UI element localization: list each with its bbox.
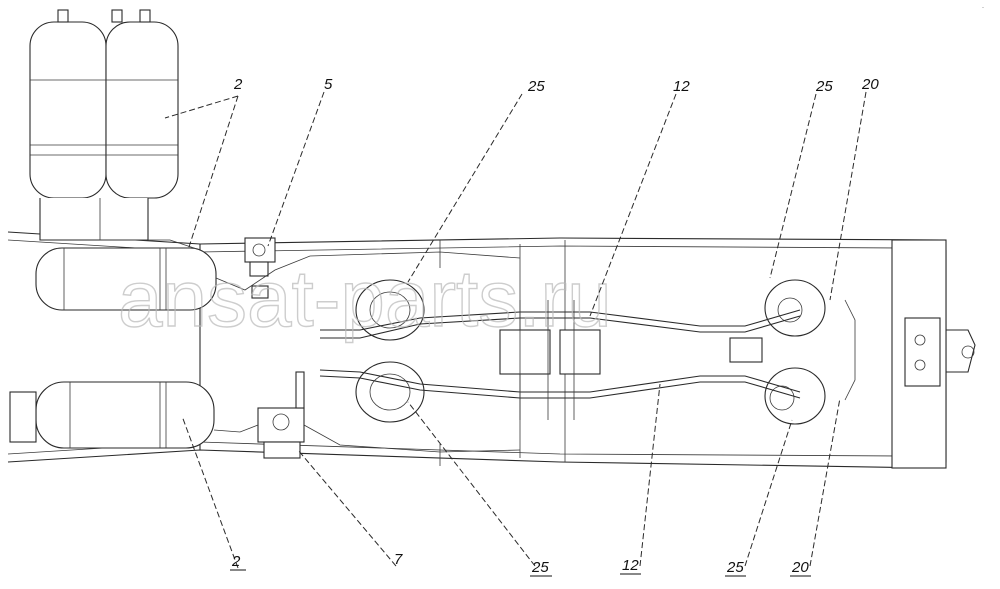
brake-chamber-front-upper bbox=[355, 279, 425, 341]
rear-plate bbox=[904, 317, 941, 387]
corner-mark: - bbox=[982, 5, 984, 11]
callout-25-bottom-center: 25 bbox=[531, 559, 549, 576]
callout-25-bottom-right: 25 bbox=[726, 559, 744, 576]
callout-7: 7 bbox=[394, 551, 403, 568]
air-lines bbox=[99, 198, 856, 466]
brake-chamber-rear-upper bbox=[764, 279, 826, 337]
chassis-frame bbox=[7, 231, 976, 469]
twin-air-tank bbox=[29, 9, 179, 241]
air-tank-upper bbox=[35, 247, 217, 311]
valve-center bbox=[499, 329, 763, 375]
callout-20-top: 20 bbox=[861, 76, 879, 93]
air-tank-lower bbox=[9, 381, 215, 449]
callout-5: 5 bbox=[324, 76, 333, 93]
brake-chamber-front-lower bbox=[355, 361, 425, 423]
callout-12-bottom: 12 bbox=[622, 557, 639, 574]
callout-25-top-right: 25 bbox=[815, 78, 833, 95]
callout-2-bottom: 2 bbox=[231, 553, 241, 570]
tow-hitch bbox=[946, 329, 976, 373]
leader-lines bbox=[164, 91, 867, 569]
callout-labels: 2 5 25 12 25 20 2 7 25 12 25 20 bbox=[231, 76, 879, 576]
callout-2-top: 2 bbox=[233, 76, 243, 93]
callout-12-top: 12 bbox=[673, 78, 690, 95]
callout-20-bottom: 20 bbox=[791, 559, 809, 576]
valve-7 bbox=[257, 371, 305, 459]
valve-5 bbox=[244, 237, 276, 299]
watermark: ansat-parts.ru bbox=[118, 254, 612, 343]
callout-25-top-center: 25 bbox=[527, 78, 545, 95]
callout-underlines bbox=[230, 569, 811, 577]
